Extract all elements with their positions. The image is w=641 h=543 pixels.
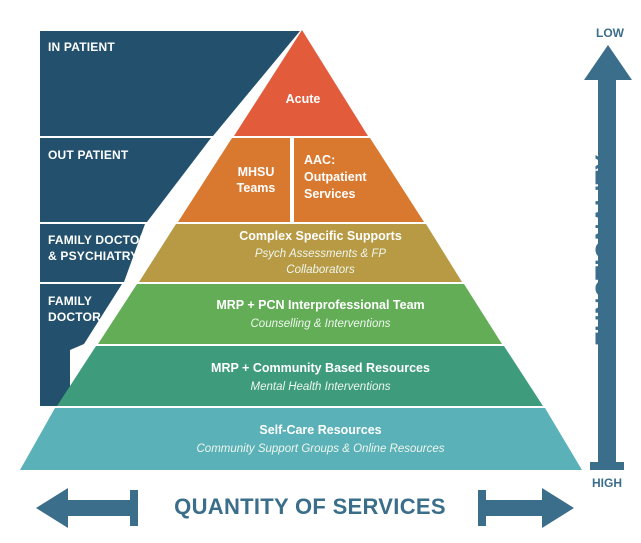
tier-acute-label: Acute — [285, 92, 321, 106]
tier-self-care — [20, 408, 582, 470]
functionality-arrow-head — [584, 45, 632, 80]
band-in-patient — [40, 31, 300, 136]
functionality-arrow-base — [590, 462, 624, 470]
quantity-arrow-left-head — [36, 488, 68, 528]
tier-complex-sub-line1: Psych Assessments & FP — [254, 248, 387, 260]
quantity-arrow-left-shaft — [66, 500, 130, 516]
tier-mrp-community-title: MRP + Community Based Resources — [211, 361, 430, 375]
quantity-arrow-right-bar — [478, 490, 486, 526]
label-family-doctor-line1: FAMILY — [48, 294, 93, 308]
tier-mrp-pcn-sub: Counselling & Interventions — [250, 318, 391, 330]
tier-aac-label-line2: Outpatient — [304, 170, 367, 184]
label-family-doctor-line2: DOCTOR — [48, 310, 101, 324]
functionality-high-label: HIGH — [592, 476, 622, 490]
functionality-label-text: FUNCTIONALITY — [590, 154, 617, 346]
tier-complex-sub-line2: Collaborators — [286, 264, 355, 276]
tier-mrp-pcn-title: MRP + PCN Interprofessional Team — [216, 298, 425, 312]
label-in-patient: IN PATIENT — [48, 40, 115, 54]
quantity-arrow-right-head — [542, 488, 574, 528]
tier-mrp-community — [57, 346, 543, 406]
tier-complex-title: Complex Specific Supports — [239, 229, 402, 243]
band-family-doctor-psychiatry — [40, 224, 145, 282]
quantity-arrow-left-bar — [130, 490, 138, 526]
label-family-doctor-psychiatry-line1: FAMILY DOCTOR — [48, 233, 149, 247]
tier-mrp-pcn — [98, 284, 502, 344]
tier-mhsu-label-line2: Teams — [236, 181, 276, 195]
tier-aac-label-line1: AAC: — [304, 153, 336, 167]
band-family-doctor — [40, 284, 122, 406]
tier-complex — [139, 224, 462, 282]
tier-self-care-sub: Community Support Groups & Online Resour… — [196, 443, 445, 455]
quantity-of-services-label: QUANTITY OF SERVICES — [174, 494, 446, 519]
tier-self-care-title: Self-Care Resources — [259, 423, 382, 437]
tier-mhsu — [178, 138, 290, 222]
tier-mrp-community-sub: Mental Health Interventions — [250, 381, 391, 393]
tier-acute — [234, 30, 368, 136]
functionality-arrow-shaft — [598, 78, 616, 462]
label-family-doctor-psychiatry-line2: & PSYCHIATRY — [48, 249, 139, 263]
band-out-patient — [40, 138, 211, 222]
tier-aac — [294, 138, 424, 222]
tier-mhsu-label-line1: MHSU — [237, 165, 275, 179]
quantity-arrow-right-shaft — [486, 500, 544, 516]
label-out-patient: OUT PATIENT — [48, 148, 129, 162]
tier-aac-label-line3: Services — [304, 187, 356, 201]
functionality-low-label: LOW — [596, 26, 624, 40]
